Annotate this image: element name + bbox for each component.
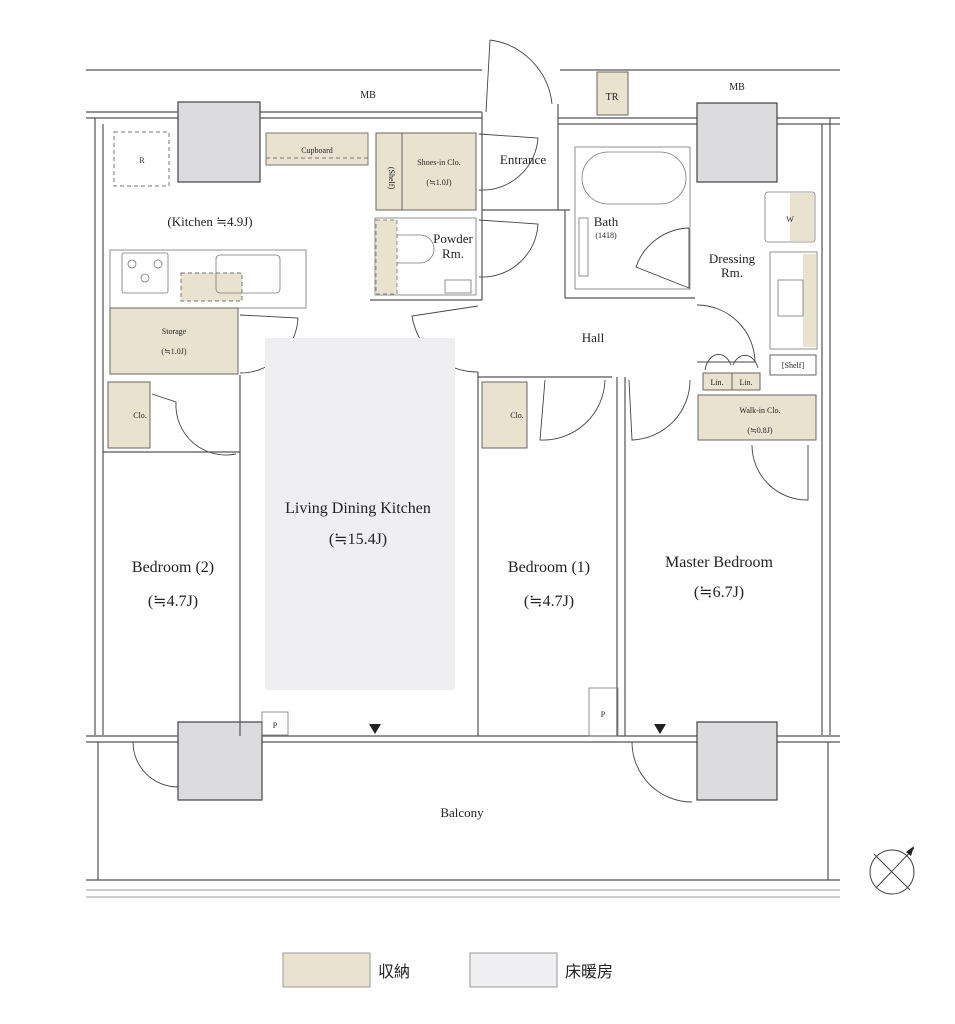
cupboard-label: Cupboard [301,146,333,155]
bedroom1-door[interactable] [539,379,606,441]
linen-closet [731,372,761,391]
balcony-door[interactable] [631,741,693,803]
entrance-door[interactable] [485,39,553,113]
powder-door[interactable] [478,219,539,278]
kitchen-label: (Kitchen ≒4.9J) [167,214,252,229]
washer-shelf [790,193,814,241]
shoes-closet-label: Shoes-in Clo. [417,158,461,167]
linen-doors[interactable] [704,353,759,371]
powder-shelf [375,219,398,295]
shelf-label: [Shelf] [782,361,805,370]
under-counter-storage [180,272,243,302]
bedroom1-label: Bedroom (1) [508,559,590,576]
bedroom2-size: (≒4.7J) [148,593,198,610]
shelf-label: (Shelf) [387,167,396,190]
hall-label: Hall [582,330,605,345]
toilet-icon [397,234,435,264]
washer-space [764,191,816,243]
pipe-space [588,687,619,737]
legend-label: 床暖房 [565,963,613,981]
walkin-label: Walk-in Clo. [739,406,780,415]
linen-label: Lin. [710,378,723,387]
bathroom [574,146,691,290]
cupboard [265,132,369,166]
column [177,721,263,801]
balcony-label: Balcony [440,805,484,820]
mb-label: MB [360,90,376,101]
closet-label: Clo. [133,411,147,420]
tr-label: TR [606,92,619,103]
bedroom1-size: (≒4.7J) [524,593,574,610]
bath-shelf [578,217,589,277]
storage [109,307,239,375]
legend: 収納 床暖房 [282,952,613,988]
walkin-size: (≒0.8J) [747,426,772,435]
pipe-space-label: P [273,721,278,730]
master-door[interactable] [628,379,691,441]
shoes-closet-size: (≒1.0J) [426,178,451,187]
washer-label: W [786,215,794,224]
closet [481,381,528,449]
walk-in-closet [697,394,817,441]
bathtub-icon [581,151,687,205]
pipe-space-label: P [601,710,606,719]
powder-room [374,217,477,296]
mb-label: MB [729,82,745,93]
master-size: (≒6.7J) [694,584,744,601]
burner-icon [127,259,137,269]
shoes-closet-door[interactable] [478,133,539,191]
column [696,102,778,183]
north-arrow-icon [869,846,915,895]
ldk-label: Living Dining Kitchen [285,500,431,517]
closet-label: Clo. [510,411,524,420]
powder-label: Rm. [442,246,464,261]
stove [121,252,169,294]
closet [107,381,151,449]
column [696,721,778,801]
dressing-label: Dressing [709,251,756,266]
shelf [375,132,403,211]
vanity-shelf [803,254,816,347]
bedroom2-door[interactable] [151,393,237,456]
refrigerator-label: R [139,156,145,165]
burner-icon [153,259,163,269]
sink [215,254,281,294]
legend-swatch-storage [282,952,371,988]
bedroom2-label: Bedroom (2) [132,559,214,576]
ldk-size: (≒15.4J) [329,531,387,548]
dressing-door[interactable] [696,304,756,363]
refrigerator-space [113,131,170,187]
tr-box [596,71,629,116]
bath-size: (1418) [595,231,617,240]
balcony [86,742,840,898]
storage-label: Storage [162,327,187,336]
burner-icon [140,273,150,283]
basin-icon [777,279,804,317]
legend-label: 収納 [378,963,410,981]
walkin-door[interactable] [751,444,809,501]
pipe-space [261,711,289,736]
powder-label: Powder [433,231,473,246]
shelf [769,354,817,376]
dressing-label: Rm. [721,265,743,280]
legend-swatch-floor-heating [469,952,558,988]
shoes-in-closet [401,132,477,211]
window-marker-icon [369,724,381,734]
entrance-label: Entrance [500,152,546,167]
window-marker-icon [654,724,666,734]
master-label: Master Bedroom [665,554,774,571]
floor-heating-area [265,338,455,690]
vanity [769,251,818,350]
sink-icon [444,279,472,294]
storage-size: (≒1.0J) [161,347,186,356]
column [177,101,261,183]
linen-label: Lin. [739,378,752,387]
bath-label: Bath [594,214,619,229]
balcony-door[interactable] [132,741,179,788]
bath-door[interactable] [635,227,690,289]
